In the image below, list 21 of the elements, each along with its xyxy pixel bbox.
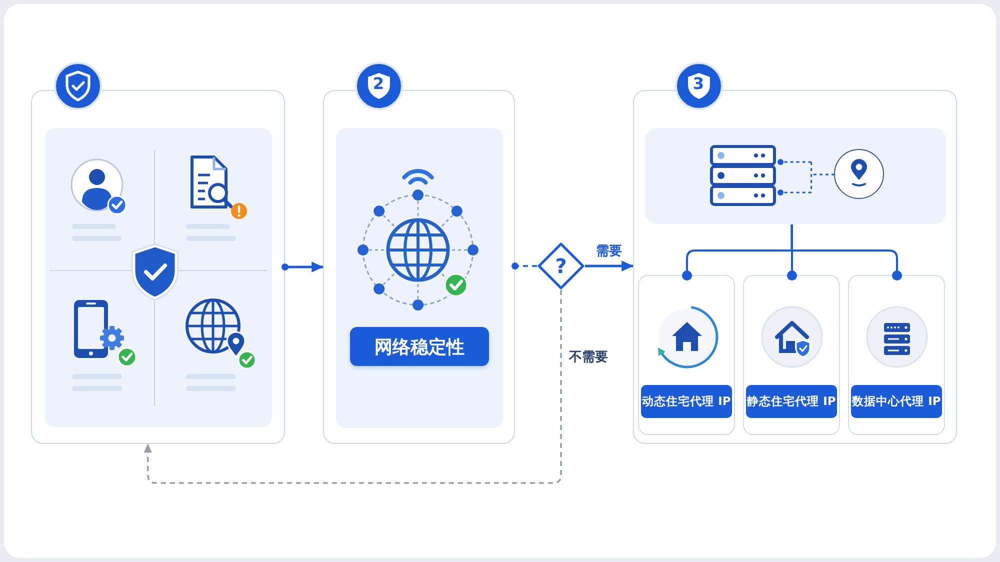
step-number: 3 <box>692 74 704 92</box>
card <box>743 275 840 435</box>
title-tag: 静态住宅代理 IP <box>746 385 837 418</box>
dashed-connector-line <box>778 158 836 196</box>
card <box>638 275 735 435</box>
card <box>848 275 945 435</box>
dashed-connector-line <box>512 262 537 270</box>
connector-line <box>790 224 902 280</box>
title-tag: 数据中心代理 IP <box>851 385 942 418</box>
step-number: 2 <box>372 74 384 92</box>
edge-label: 不需要 <box>567 350 610 366</box>
title-tag: 动态住宅代理 IP <box>641 385 732 418</box>
title-tag: 网络稳定性 <box>350 327 489 366</box>
icon-circle <box>834 149 884 199</box>
decision-diamond: ? <box>537 242 585 290</box>
arrow <box>585 260 634 272</box>
server-icon <box>710 145 776 206</box>
group-box <box>645 128 946 224</box>
edge-label: 需要 <box>594 244 624 260</box>
arrow <box>282 262 324 272</box>
dashed-arrow <box>144 290 562 484</box>
